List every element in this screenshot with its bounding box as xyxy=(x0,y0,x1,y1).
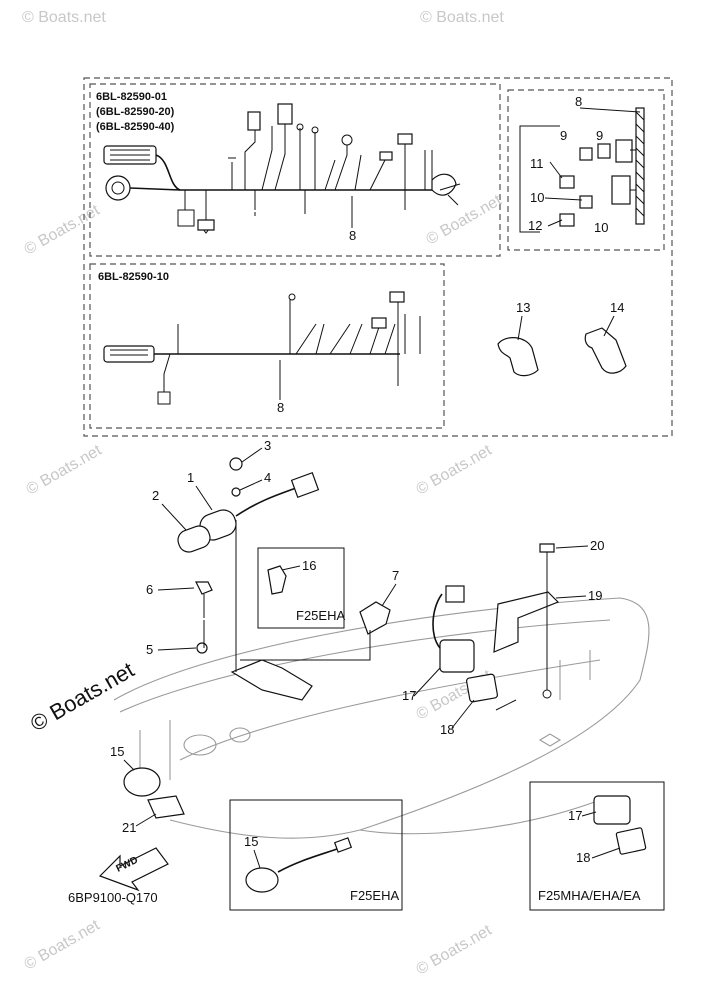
leader-line xyxy=(123,759,157,827)
part-18 xyxy=(615,827,647,855)
callout-9: 9 xyxy=(560,128,567,143)
wire-17 xyxy=(432,593,443,651)
harness-subset-detail xyxy=(559,107,645,227)
inset-frame xyxy=(229,799,403,911)
callout-15: 15 xyxy=(110,744,124,759)
drawing-number: 6BP9100-Q170 xyxy=(68,890,158,905)
callout-6: 6 xyxy=(146,582,153,597)
leader-line xyxy=(519,107,641,233)
connector-17 xyxy=(445,585,465,603)
harness-group-frame xyxy=(83,77,673,437)
bolt-6 xyxy=(195,581,213,595)
model-tag: F25MHA/EHA/EA xyxy=(538,888,641,903)
sensor-15-connector xyxy=(333,837,353,853)
leader-line xyxy=(517,315,615,341)
harness-main-frame xyxy=(89,83,501,257)
callout-5: 5 xyxy=(146,642,153,657)
watermark: © Boats.net xyxy=(420,9,504,26)
watermark-main: © Boats.net xyxy=(26,657,138,736)
callout-18: 18 xyxy=(576,850,590,865)
grommet-assembly xyxy=(177,457,320,553)
bolt-20 xyxy=(539,543,555,553)
harness-subset-frame xyxy=(507,89,665,251)
bracket xyxy=(230,659,313,701)
watermark: © Boats.net xyxy=(22,9,106,26)
callout-8: 8 xyxy=(277,400,284,415)
callout-10: 10 xyxy=(530,190,544,205)
model-tag: F25EHA xyxy=(350,888,399,903)
harness-code: (6BL-82590-20) xyxy=(96,106,175,118)
wire-harness-main xyxy=(103,103,461,234)
clamp-13 xyxy=(497,337,539,377)
callout-17: 17 xyxy=(568,808,582,823)
harness-alt-frame xyxy=(89,263,445,429)
harness-code: 6BL-82590-01 xyxy=(96,91,167,103)
callout-2: 2 xyxy=(152,488,159,503)
fwd-arrow: FWD xyxy=(98,847,169,892)
callout-1: 1 xyxy=(187,470,194,485)
model-tag: F25EHA xyxy=(296,608,345,623)
part-18 xyxy=(466,673,498,703)
callout-21: 21 xyxy=(122,820,136,835)
callout-9: 9 xyxy=(596,128,603,143)
watermark: © Boats.net xyxy=(414,442,496,499)
part-7 xyxy=(359,601,391,635)
part-17 xyxy=(593,795,631,825)
callout-11: 11 xyxy=(530,156,544,171)
mount-point xyxy=(542,689,552,699)
leader-line xyxy=(157,520,237,672)
washer-5 xyxy=(196,642,208,654)
callout-16: 16 xyxy=(302,558,316,573)
leader-line xyxy=(281,565,301,571)
clamp-14 xyxy=(584,327,627,374)
leader-line xyxy=(240,583,397,661)
part-19 xyxy=(493,591,560,653)
callout-4: 4 xyxy=(264,470,271,485)
callout-19: 19 xyxy=(588,588,602,603)
sensor-15-wire xyxy=(277,847,341,873)
watermark: © Boats.net xyxy=(22,917,104,974)
callout-20: 20 xyxy=(590,538,604,553)
leader-line xyxy=(161,447,263,531)
watermark: © Boats.net xyxy=(424,192,506,249)
leader-line xyxy=(413,667,517,729)
plug-15 xyxy=(123,767,161,797)
inset-frame xyxy=(257,547,345,629)
part-16 xyxy=(267,565,287,595)
callout-7: 7 xyxy=(392,568,399,583)
base-outline xyxy=(113,597,650,839)
watermark: © Boats.net xyxy=(24,442,106,499)
leader-line xyxy=(546,545,589,690)
inset-frame xyxy=(529,781,665,911)
callout-18: 18 xyxy=(440,722,454,737)
leader-line xyxy=(253,849,261,869)
callout-8: 8 xyxy=(349,228,356,243)
watermark: © Boats.net xyxy=(414,922,496,979)
part-17 xyxy=(439,639,475,673)
sensor-15 xyxy=(245,867,279,893)
callout-3: 3 xyxy=(264,438,271,453)
harness-code: (6BL-82590-40) xyxy=(96,121,175,133)
harness-alt-code: 6BL-82590-10 xyxy=(98,271,169,283)
leader-line xyxy=(581,811,621,859)
wire-harness-alt xyxy=(103,291,421,405)
watermark: © Boats.net xyxy=(22,202,104,259)
callout-13: 13 xyxy=(516,300,530,315)
callout-15: 15 xyxy=(244,834,258,849)
callout-8: 8 xyxy=(575,94,582,109)
callout-12: 12 xyxy=(528,218,542,233)
label-21 xyxy=(147,795,185,819)
callout-17: 17 xyxy=(402,688,416,703)
callout-10: 10 xyxy=(594,220,608,235)
callout-14: 14 xyxy=(610,300,624,315)
